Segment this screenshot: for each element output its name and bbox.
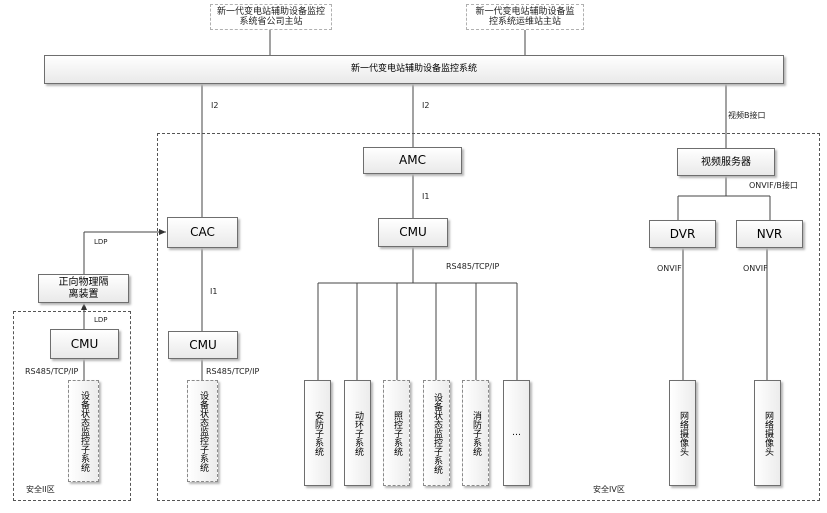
zone-iv-label: 安全IV区 (593, 485, 625, 494)
cmu-mid-node[interactable]: CMU (378, 218, 448, 247)
company-master-station[interactable]: 新一代变电站辅助设备监控系统省公司主站 (210, 4, 332, 30)
cmu-left-label: CMU (70, 336, 99, 351)
link-i1-left: I1 (210, 287, 218, 296)
link-i2-mid: I2 (422, 101, 430, 110)
link-rs485-left: RS485/TCP/IP (25, 367, 79, 376)
link-ldp-bottom: LDP (94, 316, 108, 324)
security-label: 安防子系统 (313, 410, 323, 456)
cmu-cac-node[interactable]: CMU (168, 331, 238, 359)
zone-safety-iv (157, 133, 820, 501)
video-server-label: 视频服务器 (701, 156, 751, 168)
amc-label: AMC (399, 153, 426, 167)
main-monitoring-system-bar[interactable]: 新一代变电站辅助设备监控系统 (44, 55, 784, 84)
ops-master-station[interactable]: 新一代变电站辅助设备监控系统运维站主站 (466, 4, 584, 30)
security-subsystem[interactable]: 安防子系统 (304, 380, 331, 486)
camera-dvr-label: 网络摄像头 (678, 410, 688, 456)
cac-node[interactable]: CAC (167, 217, 238, 248)
camera-dvr[interactable]: 网络摄像头 (669, 380, 696, 486)
environment-subsystem[interactable]: 动环子系统 (344, 380, 371, 486)
monitor-subsystem[interactable]: 设备状态监控子系统 (423, 380, 450, 486)
link-video-b: 视频B接口 (728, 111, 766, 120)
cmu-left-node[interactable]: CMU (50, 329, 119, 359)
more-subsystem[interactable]: … (503, 380, 530, 486)
zone-safety-ii (13, 311, 131, 501)
left-monitor-label: 设备状态监控子系统 (79, 390, 89, 472)
environment-label: 动环子系统 (353, 410, 363, 456)
nvr-node[interactable]: NVR (736, 220, 803, 248)
forward-isolation-device[interactable]: 正向物理隔离装置 (38, 274, 129, 303)
nvr-label: NVR (756, 226, 783, 241)
cac-monitor-label: 设备状态监控子系统 (198, 390, 208, 472)
link-i1-mid: I1 (422, 192, 430, 201)
main-bar-label: 新一代变电站辅助设备监控系统 (350, 64, 477, 74)
isolator-label: 正向物理隔离装置 (58, 276, 109, 300)
company-master-station-label: 新一代变电站辅助设备监控系统省公司主站 (217, 7, 326, 27)
fire-subsystem[interactable]: 消防子系统 (462, 380, 489, 486)
cmu-mid-label: CMU (399, 225, 427, 239)
monitor-label: 设备状态监控子系统 (432, 392, 442, 474)
link-ldp-top: LDP (94, 238, 108, 246)
cmu-cac-label: CMU (189, 337, 217, 352)
ops-master-station-label: 新一代变电站辅助设备监控系统运维站主站 (475, 7, 575, 27)
fire-label: 消防子系统 (471, 410, 481, 456)
left-monitor-subsystem[interactable]: 设备状态监控子系统 (68, 380, 99, 482)
cac-label: CAC (190, 225, 215, 239)
more-label: … (512, 427, 521, 438)
camera-nvr-label: 网络摄像头 (763, 410, 773, 456)
dvr-node[interactable]: DVR (649, 220, 716, 248)
link-i2-left: I2 (211, 101, 219, 110)
zone-ii-label: 安全II区 (26, 485, 55, 494)
link-onvif-dvr: ONVIF (657, 264, 682, 273)
link-rs485-cac: RS485/TCP/IP (206, 367, 260, 376)
amc-node[interactable]: AMC (363, 147, 462, 174)
lighting-subsystem[interactable]: 照控子系统 (383, 380, 410, 486)
link-onvif-b: ONVIF/B接口 (749, 181, 798, 190)
cac-monitor-subsystem[interactable]: 设备状态监控子系统 (187, 380, 218, 482)
video-server-node[interactable]: 视频服务器 (677, 148, 775, 176)
lighting-label: 照控子系统 (392, 410, 402, 456)
link-onvif-nvr: ONVIF (743, 264, 768, 273)
link-rs485-mid: RS485/TCP/IP (446, 262, 500, 271)
camera-nvr[interactable]: 网络摄像头 (754, 380, 781, 486)
dvr-label: DVR (669, 226, 696, 241)
